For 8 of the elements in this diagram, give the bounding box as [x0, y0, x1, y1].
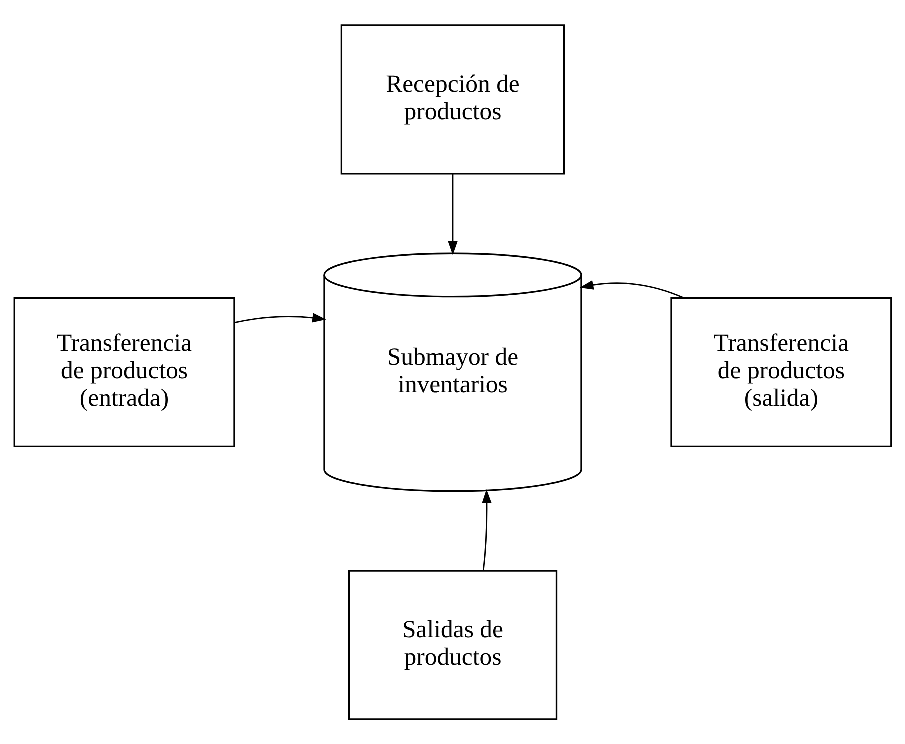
- arrow: [448, 174, 458, 255]
- node-box: Salidas de productos: [348, 570, 558, 720]
- node-box: Transferencia de productos (salida): [670, 296, 892, 448]
- node-box: Transferencia de productos (entrada): [13, 296, 235, 448]
- node-box: Recepción de productos: [340, 24, 565, 174]
- arrow: [482, 488, 492, 571]
- arrow: [234, 312, 326, 323]
- arrow: [579, 280, 684, 298]
